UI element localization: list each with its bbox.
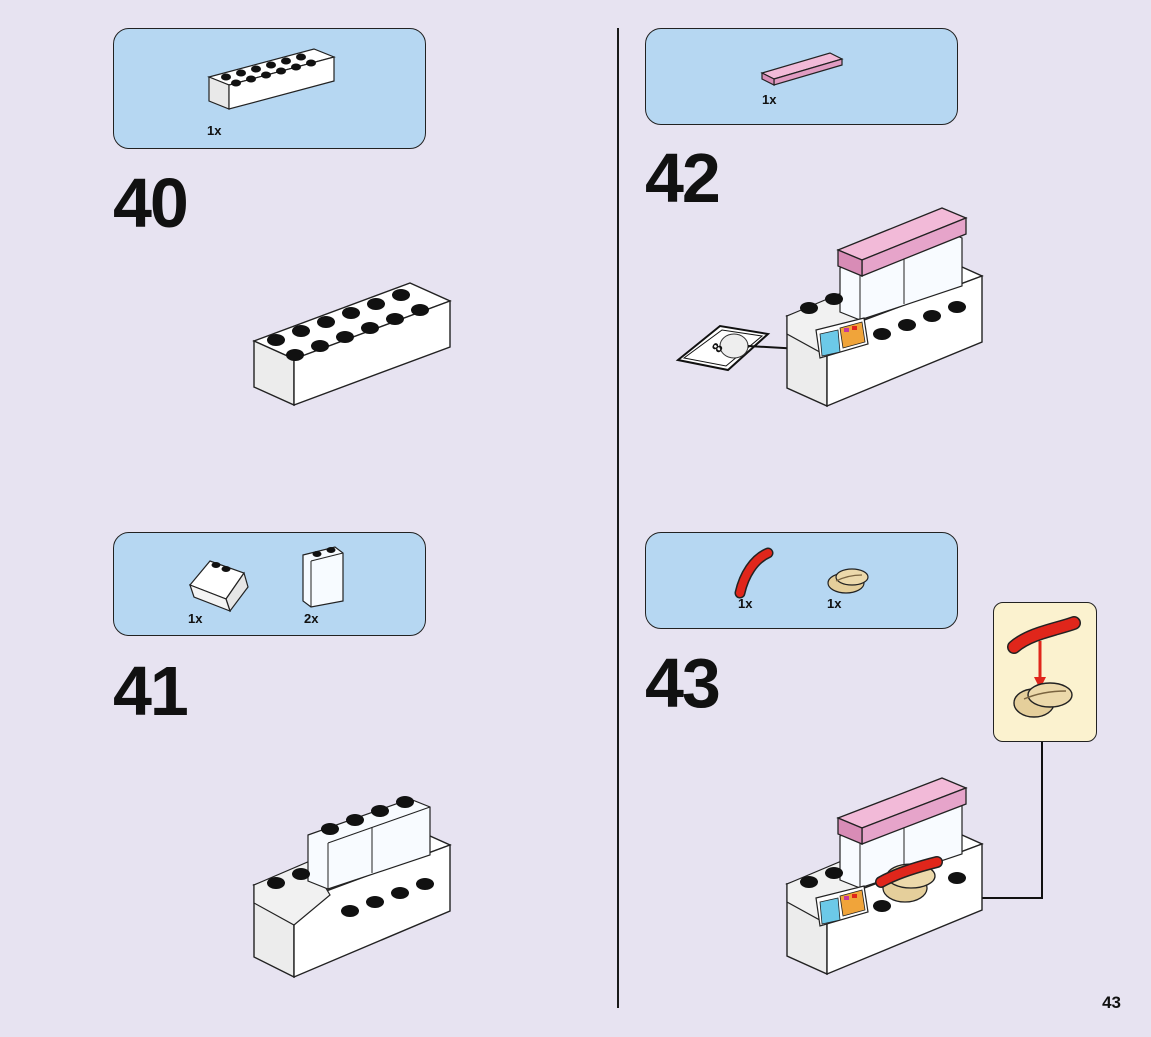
sticker-card-icon: 8 xyxy=(678,326,768,370)
step-number-40: 40 xyxy=(113,168,187,238)
parts-box-step-41: 1x 2x xyxy=(113,532,426,636)
part-quantity: 1x xyxy=(738,596,752,611)
assembly-step-40-icon xyxy=(250,275,460,415)
part-white-slope-icon xyxy=(186,551,256,611)
part-transparent-panel-icon xyxy=(299,543,349,608)
assembly-step-43-icon xyxy=(787,778,987,988)
assembly-step-41-icon xyxy=(250,785,460,985)
part-red-sausage-icon xyxy=(732,547,782,602)
sausage-into-bun-icon xyxy=(994,603,1098,743)
step-number-43: 43 xyxy=(645,648,719,718)
parts-box-step-40: 1x xyxy=(113,28,426,149)
step-number-41: 41 xyxy=(113,656,187,726)
part-quantity: 1x xyxy=(827,596,841,611)
column-divider xyxy=(617,28,619,1008)
part-quantity: 2x xyxy=(304,611,318,626)
part-quantity: 1x xyxy=(188,611,202,626)
part-pink-tile-icon xyxy=(758,43,848,93)
part-quantity: 1x xyxy=(762,92,776,107)
part-quantity: 1x xyxy=(207,123,221,138)
page-number: 43 xyxy=(1102,993,1121,1013)
callout-hot-dog-assembly xyxy=(993,602,1097,742)
part-white-brick-2x6-icon xyxy=(204,39,344,109)
parts-box-step-43: 1x 1x xyxy=(645,532,958,629)
assembly-step-42-icon: 8 xyxy=(672,200,992,410)
parts-box-step-42: 1x xyxy=(645,28,958,125)
